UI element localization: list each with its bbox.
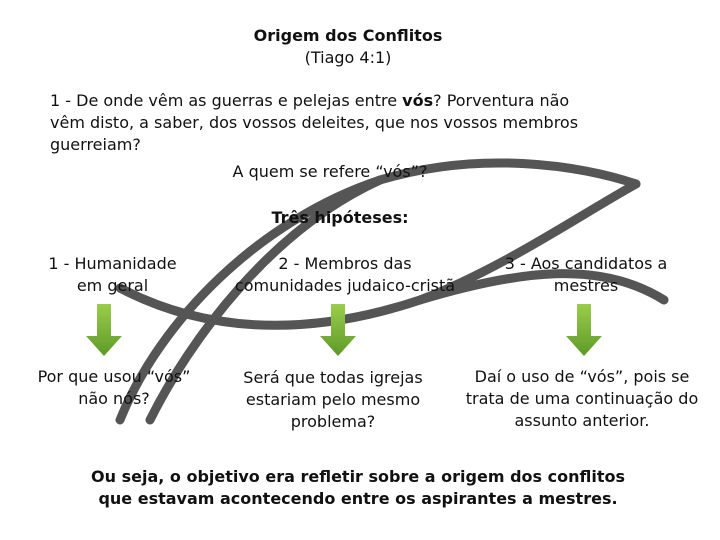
question-line2: vêm disto, a saber, dos vossos deleites,… <box>50 113 579 132</box>
page-title: Origem dos Conflitos <box>253 26 443 45</box>
page-subtitle: (Tiago 4:1) <box>304 48 392 67</box>
down-arrow-icon <box>320 304 356 356</box>
hypothesis-1-detail: Por que usou “vós”não nós? <box>37 367 191 408</box>
conclusion-text: Ou seja, o objetivo era refletir sobre a… <box>91 467 625 508</box>
question-line1: 1 - De onde vêm as guerras e pelejas ent… <box>50 91 570 110</box>
question-text: 1 - De onde vêm as guerras e pelejas ent… <box>50 90 670 156</box>
hypotheses-title: Três hipóteses: <box>271 208 409 227</box>
down-arrow-icon <box>86 304 122 356</box>
down-arrow-icon <box>566 304 602 356</box>
who-question: A quem se refere “vós”? <box>232 162 428 181</box>
question-line3: guerreiam? <box>50 135 141 154</box>
